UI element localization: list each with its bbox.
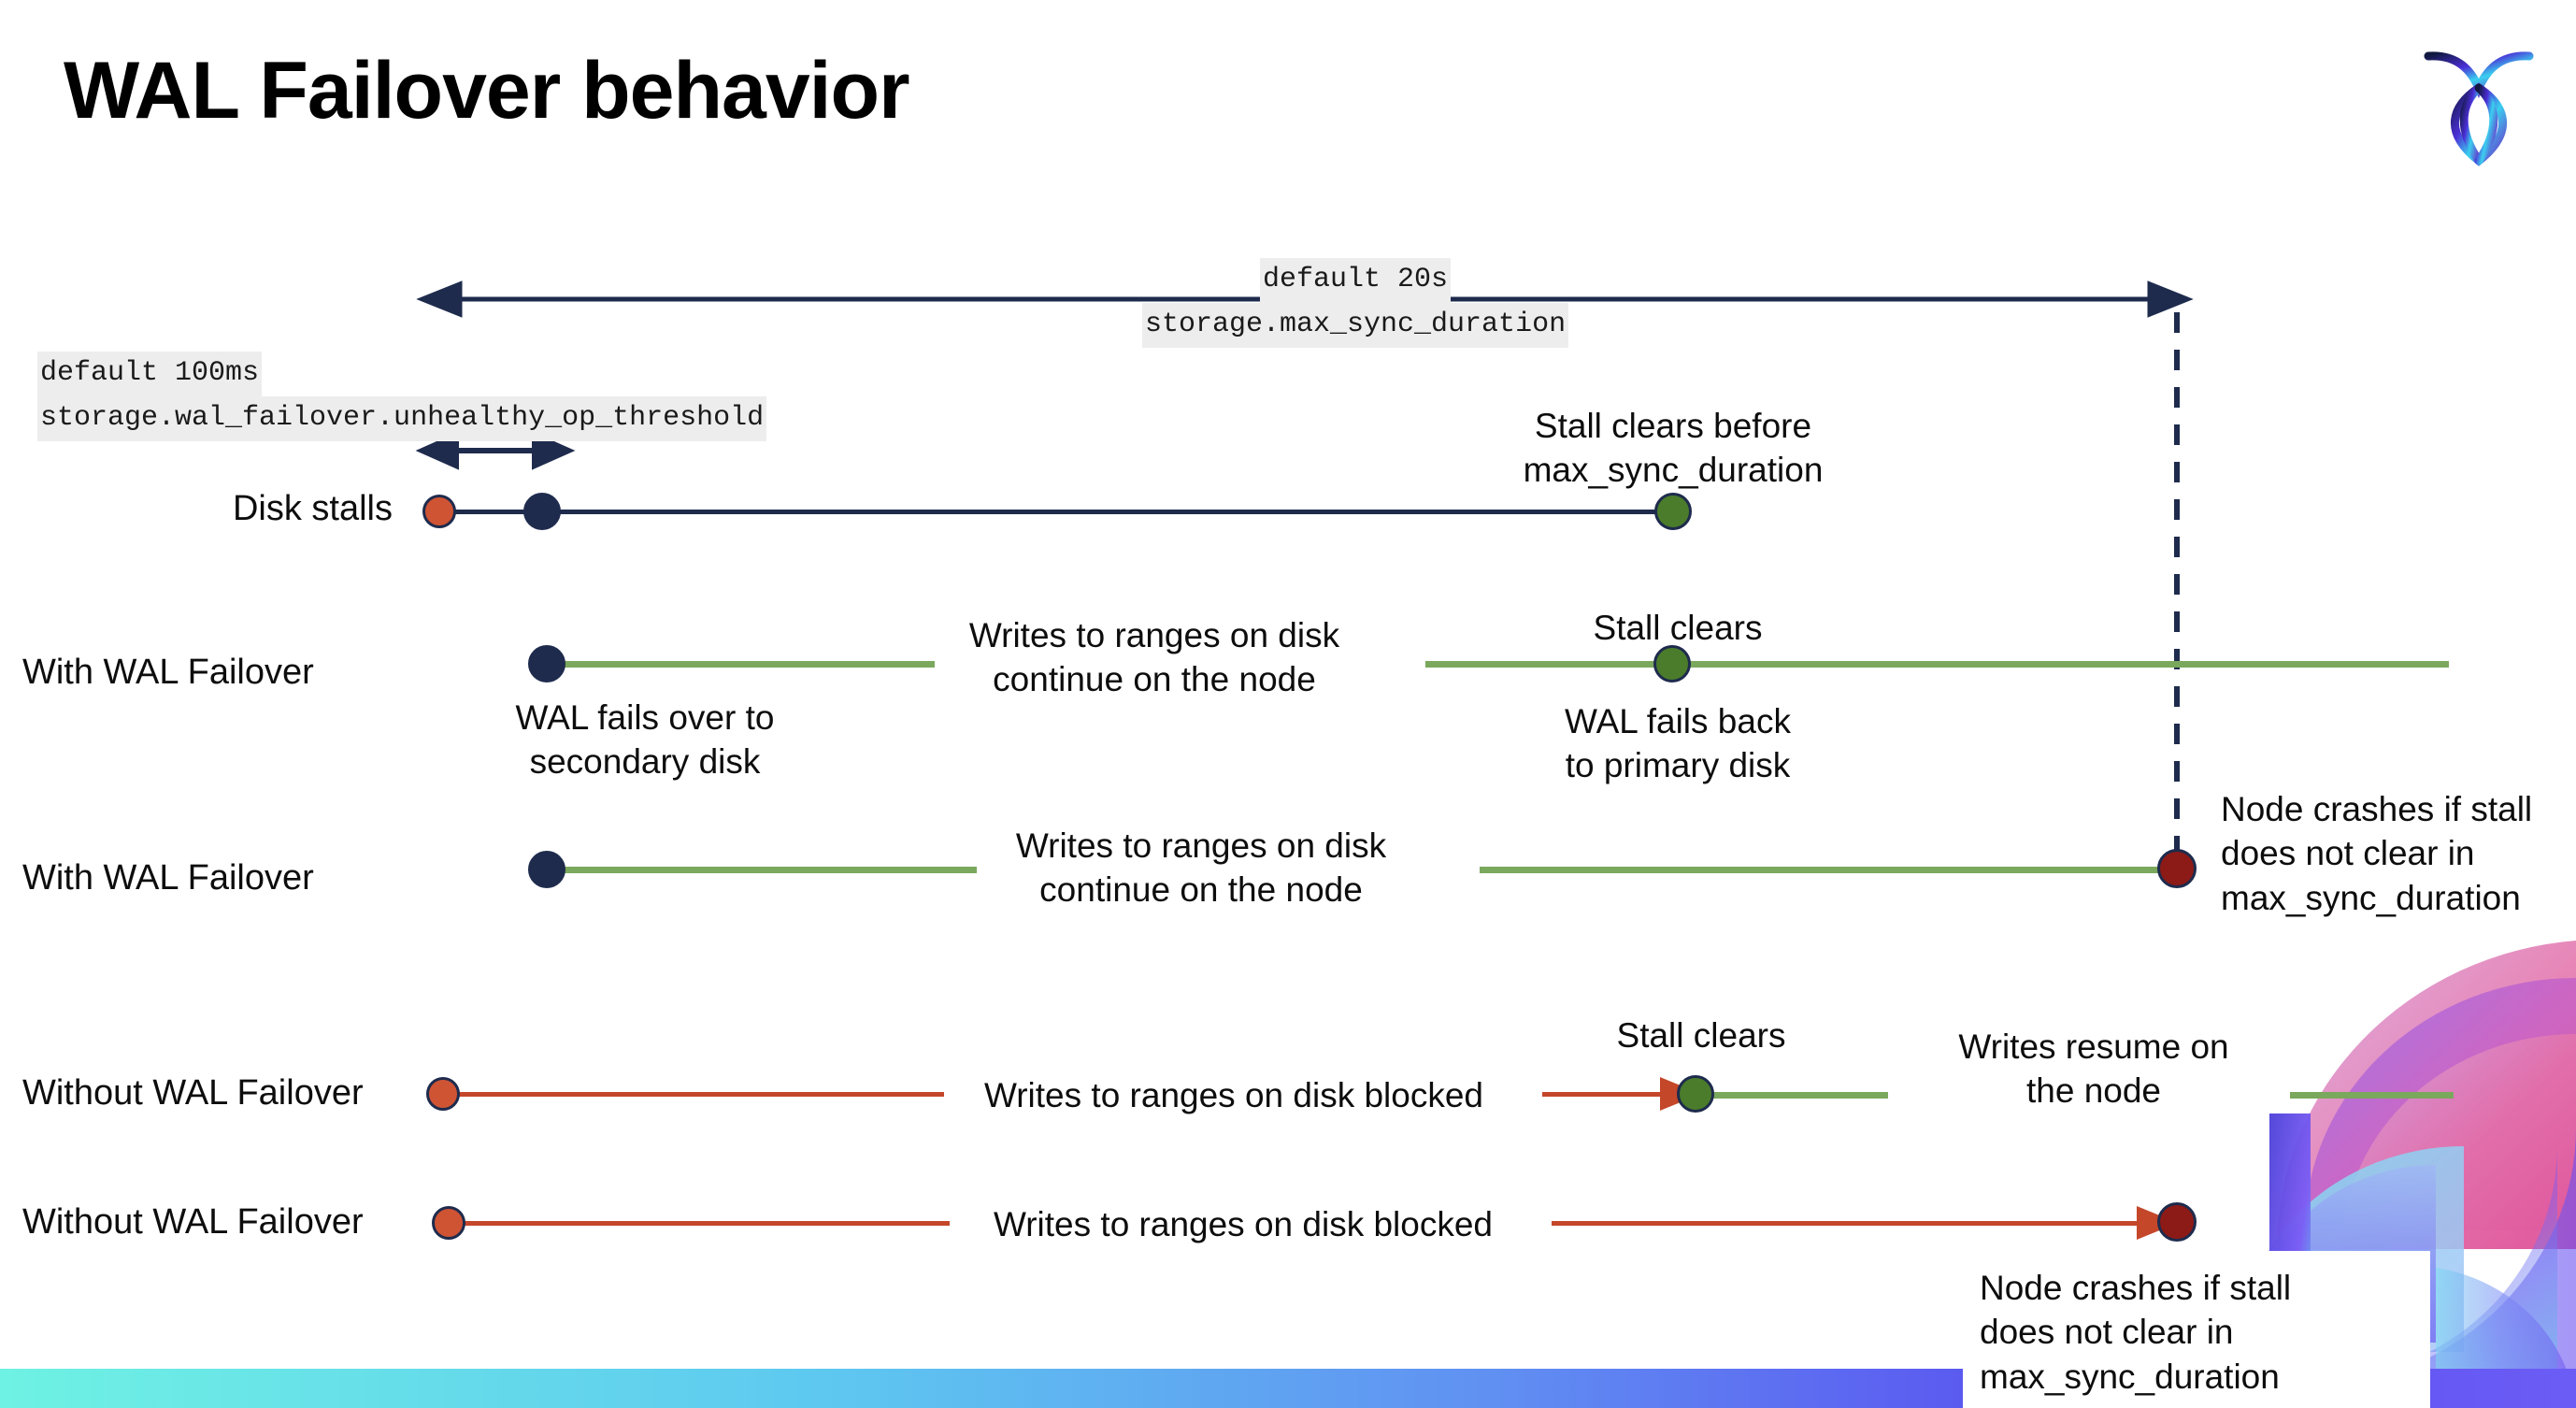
disk-stall-clear-dot — [1654, 493, 1692, 530]
with-wal-failover-1-segment-a — [542, 661, 935, 668]
with-wal-failover-2-start-dot — [528, 851, 565, 888]
with-wal-failover-2-segment-b — [1480, 867, 2176, 873]
with-wal-failover-1-segment-b — [1425, 661, 2449, 668]
node-crash-dot-1 — [2157, 849, 2197, 888]
without-wal-failover-1-stall-clears-dot — [1677, 1075, 1714, 1113]
without-wal-failover-1-resume-segment-b — [2290, 1092, 2454, 1099]
disk-stalls-timeline — [439, 510, 1673, 514]
row-label-disk-stalls: Disk stalls — [232, 489, 393, 528]
without-wal-failover-2-start-dot — [432, 1206, 465, 1240]
note-writes-continue-1: Writes to ranges on disk continue on the… — [968, 616, 1340, 699]
row-label-with-wal-failover-2: With WAL Failover — [22, 858, 314, 898]
max-sync-setting-label: storage.max_sync_duration — [1142, 302, 1569, 348]
note-stall-clears-1: Stall clears — [1593, 609, 1763, 647]
note-writes-resume: Writes resume on the node — [1958, 1027, 2229, 1111]
row-label-without-wal-failover-2: Without WAL Failover — [22, 1202, 364, 1242]
note-stall-clears-2: Stall clears — [1616, 1016, 1786, 1055]
node-crash-callout-box: Node crashes if stall does not clear in … — [1963, 1251, 2430, 1408]
note-node-crashes-2: Node crashes if stall does not clear in … — [1980, 1269, 2292, 1396]
note-wal-fails-over-to-secondary-disk: WAL fails over to secondary disk — [515, 698, 775, 782]
without-wal-failover-1-blocked-segment-b — [1542, 1092, 1678, 1097]
max-sync-default-label: default 20s — [1260, 258, 1452, 303]
page-title: WAL Failover behavior — [64, 46, 910, 136]
node-crash-dot-2 — [2157, 1202, 2197, 1242]
max-sync-duration-annotation: default 20s storage.max_sync_duration — [1142, 258, 1569, 348]
cockroachdb-logo-icon — [2424, 51, 2534, 166]
without-wal-failover-1-start-dot — [426, 1077, 460, 1111]
note-stall-clears-before-max-sync: Stall clears before max_sync_duration — [1523, 407, 1824, 490]
note-node-crashes-1: Node crashes if stall does not clear in … — [2221, 790, 2533, 917]
row-label-without-wal-failover-1: Without WAL Failover — [22, 1073, 364, 1113]
note-writes-continue-2: Writes to ranges on disk continue on the… — [1015, 826, 1387, 910]
without-wal-failover-2-blocked-segment-a — [464, 1221, 950, 1226]
unhealthy-op-default-label: default 100ms — [37, 352, 263, 396]
wal-failover-trigger-dot — [523, 493, 561, 530]
note-writes-blocked-1: Writes to ranges on disk blocked — [983, 1076, 1484, 1114]
unhealthy-op-threshold-annotation: default 100ms storage.wal_failover.unhea… — [37, 352, 767, 441]
note-wal-fails-back-to-primary-disk: WAL fails back to primary disk — [1565, 702, 1791, 785]
arrow-head-left — [416, 280, 463, 318]
note-writes-blocked-2: Writes to ranges on disk blocked — [993, 1205, 1494, 1243]
with-wal-failover-2-segment-a — [542, 867, 977, 873]
without-wal-failover-2-blocked-segment-b — [1552, 1221, 2150, 1226]
unhealthy-op-setting-label: storage.wal_failover.unhealthy_op_thresh… — [37, 395, 767, 441]
with-wal-failover-1-stall-clears-dot — [1653, 645, 1691, 682]
arrow-head-right — [2147, 280, 2194, 318]
wal-fails-over-dot — [528, 645, 565, 682]
disk-stall-start-dot — [422, 495, 456, 528]
without-wal-failover-1-blocked-segment-a — [458, 1092, 944, 1097]
without-wal-failover-1-resume-segment-a — [1710, 1092, 1888, 1099]
row-label-with-wal-failover-1: With WAL Failover — [22, 653, 314, 692]
